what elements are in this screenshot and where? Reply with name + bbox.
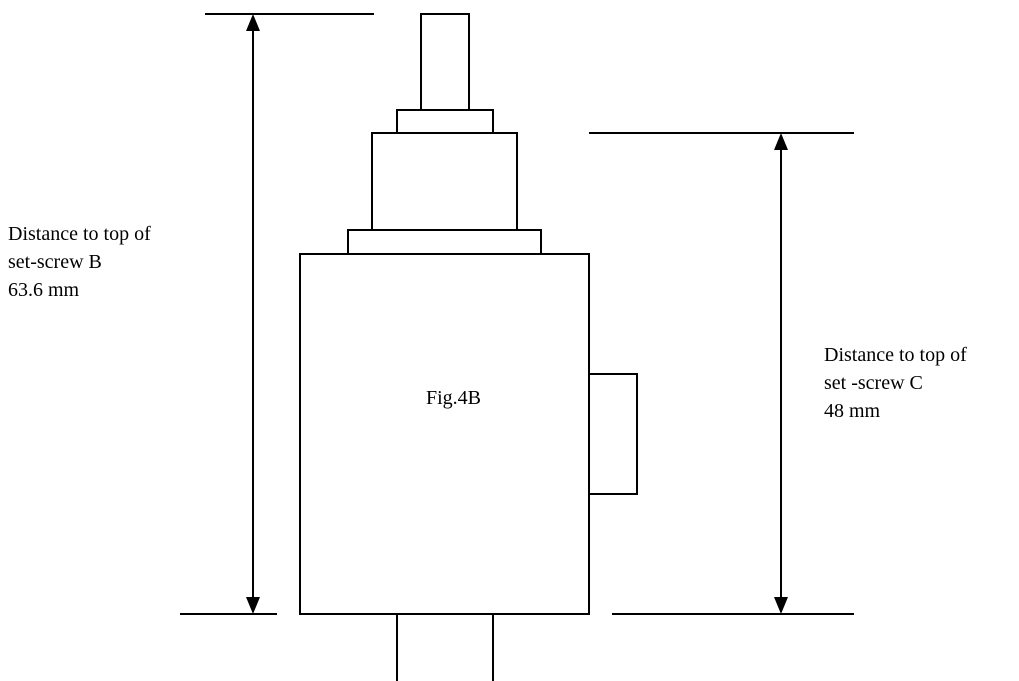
dimension-b-label-value: 63.6 mm: [8, 279, 80, 301]
dimension-b: Distance to top of set-screw B 63.6 mm: [8, 14, 260, 614]
dimension-c-arrow-up-icon: [774, 133, 788, 150]
dimension-b-arrow-down-icon: [246, 597, 260, 614]
dimension-b-arrow-up-icon: [246, 14, 260, 31]
side-set-screw-block: [588, 373, 638, 495]
figure-label: Fig.4B: [426, 387, 481, 409]
dimension-c: Distance to top of set -screw C 48 mm: [774, 133, 967, 614]
dimension-c-label-line2: set -screw C: [824, 372, 923, 394]
dimension-c-label-line1: Distance to top of: [824, 344, 967, 366]
dimension-b-label-line1: Distance to top of: [8, 223, 151, 245]
main-housing: [299, 253, 590, 615]
component-assembly: [299, 13, 638, 681]
middle-cylinder: [371, 132, 518, 231]
upper-collar: [396, 109, 494, 134]
top-shaft: [420, 13, 470, 111]
extension-lines: [180, 13, 854, 615]
dimension-b-label-line2: set-screw B: [8, 251, 102, 273]
dimension-c-label-value: 48 mm: [824, 400, 881, 422]
flange: [347, 229, 542, 255]
dimension-c-arrow-down-icon: [774, 597, 788, 614]
